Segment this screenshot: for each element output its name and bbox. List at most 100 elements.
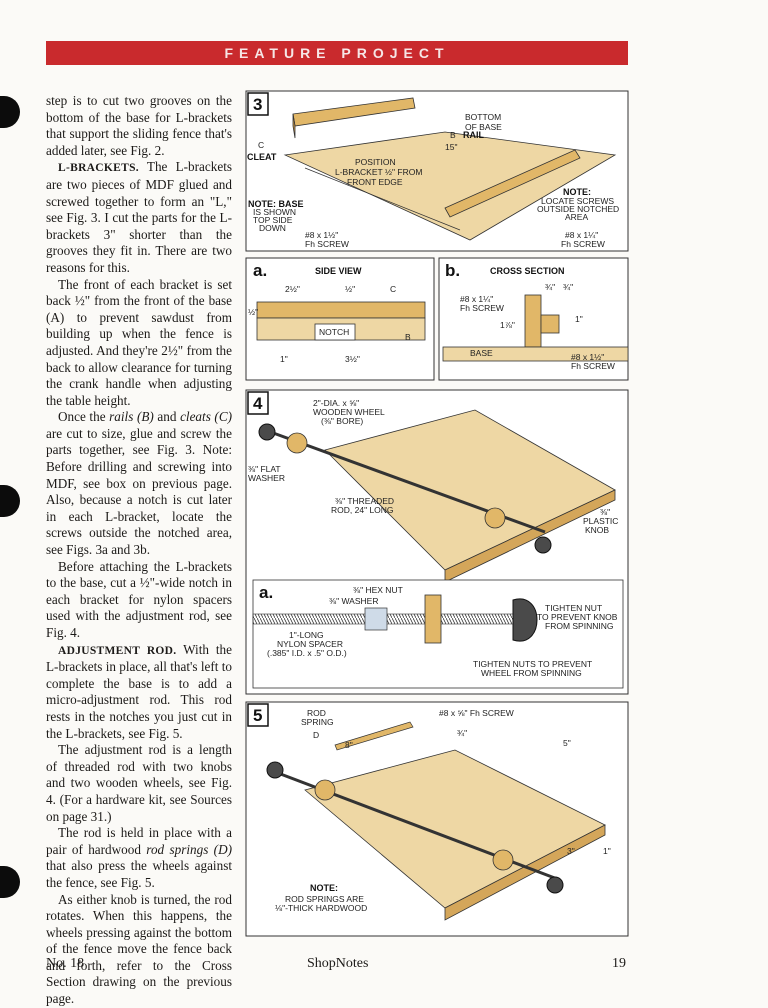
svg-text:⅜" WASHER: ⅜" WASHER	[329, 596, 378, 606]
plastic-knob-drawing	[512, 598, 538, 642]
subhead-l-brackets: L-BRACKETS.	[58, 162, 139, 175]
svg-text:NOTCH: NOTCH	[319, 327, 349, 337]
svg-text:DOWN: DOWN	[259, 223, 286, 233]
svg-text:C: C	[390, 284, 396, 294]
page-number: 19	[612, 956, 626, 971]
svg-text:TIGHTEN NUT: TIGHTEN NUT	[545, 603, 602, 613]
svg-text:CLEAT: CLEAT	[247, 152, 277, 162]
svg-text:b.: b.	[445, 261, 460, 280]
wooden-wheel-drawing	[484, 507, 506, 529]
svg-text:½": ½"	[248, 307, 258, 317]
svg-text:LOCATE SCREWS: LOCATE SCREWS	[541, 196, 614, 206]
svg-text:1": 1"	[280, 354, 288, 364]
svg-text:⅜" HEX NUT: ⅜" HEX NUT	[353, 585, 403, 595]
plastic-knob-drawing	[534, 536, 552, 554]
svg-text:¾": ¾"	[457, 728, 467, 738]
svg-text:FRONT EDGE: FRONT EDGE	[347, 177, 403, 187]
svg-text:#8 x ⅝" Fh SCREW: #8 x ⅝" Fh SCREW	[439, 708, 514, 718]
threaded-rod-detail	[252, 613, 524, 625]
paragraph: ADJUSTMENT ROD. With the L-brackets in p…	[46, 641, 232, 741]
svg-text:⅛"-THICK HARDWOOD: ⅛"-THICK HARDWOOD	[275, 903, 367, 913]
svg-text:NOTE:: NOTE:	[310, 883, 338, 893]
figure-3: 3 B RAIL BOTTOM OF BASE 15" C CLEAT POSI…	[245, 90, 629, 252]
wooden-wheel-drawing	[424, 594, 442, 644]
binder-hole-bottom	[0, 866, 20, 898]
svg-text:(⅜" BORE): (⅜" BORE)	[321, 416, 363, 426]
svg-text:AREA: AREA	[565, 212, 588, 222]
figure-number: 3	[253, 95, 262, 114]
base-panel-drawing	[283, 131, 617, 241]
section-banner: FEATURE PROJECT	[46, 41, 628, 65]
paragraph: The front of each bracket is set back ½"…	[46, 276, 232, 408]
svg-text:ROD SPRINGS ARE: ROD SPRINGS ARE	[285, 894, 364, 904]
paragraph: The adjustment rod is a length of thread…	[46, 742, 232, 824]
figure-3a-side-view: a. SIDE VIEW 2½" ½" ½" C B NOTCH 1" 3½"	[245, 257, 435, 381]
svg-text:Fh SCREW: Fh SCREW	[305, 239, 349, 249]
binder-hole-top	[0, 96, 20, 128]
svg-text:Fh SCREW: Fh SCREW	[561, 239, 605, 249]
nylon-spacer-drawing	[364, 607, 388, 631]
svg-text:3": 3"	[567, 846, 575, 856]
binder-hole-middle	[0, 485, 20, 517]
svg-text:⅜" FLAT: ⅜" FLAT	[248, 464, 281, 474]
svg-text:1": 1"	[603, 846, 611, 856]
svg-text:3½": 3½"	[345, 354, 360, 364]
svg-text:OF BASE: OF BASE	[465, 122, 502, 132]
svg-text:PLASTIC: PLASTIC	[583, 516, 618, 526]
svg-text:⅜": ⅜"	[600, 507, 610, 517]
paragraph: The rod is held in place with a pair of …	[46, 825, 232, 890]
svg-text:4: 4	[253, 394, 263, 413]
figure-5: 5 ROD SPRING D 8" #8 x ⅝" Fh SCREW ¾" 5"…	[245, 701, 629, 937]
svg-text:CROSS SECTION: CROSS SECTION	[490, 266, 565, 276]
svg-text:WASHER: WASHER	[248, 473, 285, 483]
svg-text:TOP SIDE: TOP SIDE	[253, 215, 293, 225]
rod-spring-drawing	[334, 721, 414, 751]
svg-text:WOODEN WHEEL: WOODEN WHEEL	[313, 407, 385, 417]
svg-text:¾": ¾"	[545, 282, 555, 292]
svg-text:2½": 2½"	[285, 284, 300, 294]
svg-text:⅜" THREADED: ⅜" THREADED	[335, 496, 394, 506]
svg-text:5: 5	[253, 706, 262, 725]
svg-text:POSITION: POSITION	[355, 157, 396, 167]
issue-number: No. 18	[46, 956, 85, 971]
svg-text:L-BRACKET ½" FROM: L-BRACKET ½" FROM	[335, 167, 422, 177]
svg-text:NOTE: BASE: NOTE: BASE	[248, 199, 304, 209]
svg-text:IS SHOWN: IS SHOWN	[253, 207, 296, 217]
svg-text:BASE: BASE	[470, 348, 493, 358]
svg-text:NOTE:: NOTE:	[563, 187, 591, 197]
svg-text:ROD, 24" LONG: ROD, 24" LONG	[331, 505, 394, 515]
figure-3b-cross-section: b. CROSS SECTION ¾" ¾" #8 x 1¼" Fh SCREW…	[438, 257, 629, 381]
svg-text:2"-DIA. x ⅝": 2"-DIA. x ⅝"	[313, 398, 359, 408]
svg-text:OUTSIDE NOTCHED: OUTSIDE NOTCHED	[537, 204, 619, 214]
svg-text:1": 1"	[575, 314, 583, 324]
svg-text:1"-LONG: 1"-LONG	[289, 630, 324, 640]
svg-text:SPRING: SPRING	[301, 717, 334, 727]
article-column: step is to cut two grooves on the bottom…	[46, 93, 232, 1008]
svg-text:FROM SPINNING: FROM SPINNING	[545, 621, 613, 631]
subhead-adjustment-rod: ADJUSTMENT ROD.	[58, 644, 177, 657]
svg-text:(.385" I.D. x .5" O.D.): (.385" I.D. x .5" O.D.)	[267, 648, 347, 658]
svg-text:RAIL: RAIL	[463, 130, 484, 140]
svg-text:1⅞": 1⅞"	[500, 320, 515, 330]
svg-text:ROD: ROD	[307, 708, 326, 718]
svg-text:½": ½"	[345, 284, 355, 294]
wooden-wheel-drawing	[286, 432, 308, 454]
svg-text:TIGHTEN NUTS TO PREVENT: TIGHTEN NUTS TO PREVENT	[473, 659, 592, 669]
paragraph: step is to cut two grooves on the bottom…	[46, 93, 232, 158]
paragraph: As either knob is turned, the rod rotate…	[46, 891, 232, 1007]
svg-text:TO PREVENT KNOB: TO PREVENT KNOB	[537, 612, 618, 622]
svg-text:#8 x 1¼": #8 x 1¼"	[565, 230, 598, 240]
paragraph: Before attaching the L-brackets to the b…	[46, 558, 232, 640]
svg-text:15": 15"	[445, 142, 457, 152]
svg-text:C: C	[258, 140, 264, 150]
svg-text:D: D	[313, 730, 319, 740]
svg-text:a.: a.	[259, 583, 273, 602]
svg-text:Fh SCREW: Fh SCREW	[571, 361, 615, 371]
paragraph: L-BRACKETS. The L-brackets are two piece…	[46, 159, 232, 275]
svg-text:NYLON SPACER: NYLON SPACER	[277, 639, 343, 649]
paragraph: Once the rails (B) and cleats (C) are cu…	[46, 409, 233, 558]
magazine-name: ShopNotes	[307, 956, 369, 971]
svg-text:#8 x 1¼": #8 x 1¼"	[460, 294, 493, 304]
svg-text:#8 x 1½": #8 x 1½"	[571, 352, 604, 362]
l-bracket-drawing	[444, 149, 581, 218]
